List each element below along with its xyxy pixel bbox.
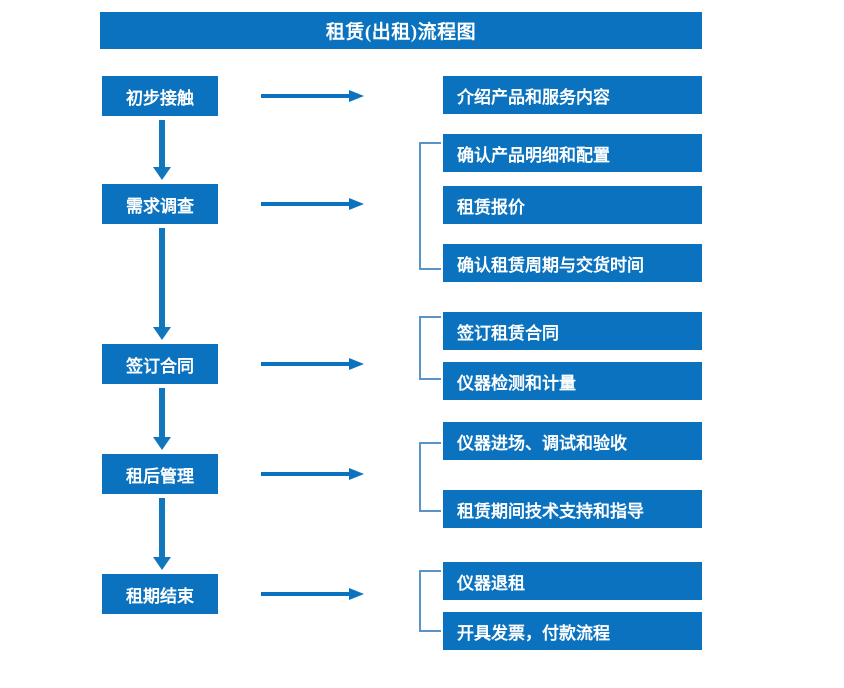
arrow-head-down-icon bbox=[153, 557, 171, 570]
page-title: 租赁(出租)流程图 bbox=[100, 12, 702, 49]
stage-box-post-rental-mgmt[interactable]: 租后管理 bbox=[102, 454, 218, 494]
arrow-head-down-icon bbox=[153, 327, 171, 340]
detail-box-confirm-spec-config[interactable]: 确认产品明细和配置 bbox=[443, 134, 702, 172]
arrow-shaft bbox=[159, 498, 165, 557]
detail-box-sign-rental-contract[interactable]: 签订租赁合同 bbox=[443, 312, 702, 350]
arrow-head-right-icon bbox=[349, 198, 364, 210]
arrow-shaft bbox=[261, 202, 349, 206]
arrow-head-right-icon bbox=[349, 358, 364, 370]
arrow-head-right-icon bbox=[349, 588, 364, 600]
horizontal-arrow-2 bbox=[261, 196, 364, 212]
arrow-head-down-icon bbox=[153, 437, 171, 450]
detail-box-technical-support[interactable]: 租赁期间技术支持和指导 bbox=[443, 490, 702, 528]
detail-box-invoice-payment[interactable]: 开具发票，付款流程 bbox=[443, 612, 702, 650]
arrow-head-down-icon bbox=[153, 167, 171, 180]
arrow-head-right-icon bbox=[349, 90, 364, 102]
arrow-shaft bbox=[261, 472, 349, 476]
arrow-shaft bbox=[159, 388, 165, 437]
horizontal-arrow-4 bbox=[261, 466, 364, 482]
detail-box-instrument-testing[interactable]: 仪器检测和计量 bbox=[443, 362, 702, 400]
bracket-group-sign-contract bbox=[419, 316, 441, 380]
stage-box-sign-contract[interactable]: 签订合同 bbox=[102, 344, 218, 384]
arrow-head-right-icon bbox=[349, 468, 364, 480]
arrow-shaft bbox=[261, 592, 349, 596]
horizontal-arrow-5 bbox=[261, 586, 364, 602]
arrow-shaft bbox=[159, 120, 165, 167]
bracket-group-post-rental-mgmt bbox=[419, 442, 441, 512]
stage-box-initial-contact[interactable]: 初步接触 bbox=[102, 76, 218, 116]
arrow-shaft bbox=[261, 94, 349, 98]
detail-box-instrument-onsite[interactable]: 仪器进场、调试和验收 bbox=[443, 422, 702, 460]
detail-box-confirm-term-delivery[interactable]: 确认租赁周期与交货时间 bbox=[443, 244, 702, 282]
stage-box-lease-end[interactable]: 租期结束 bbox=[102, 574, 218, 614]
bracket-group-demand-survey bbox=[419, 142, 441, 270]
detail-box-rental-quotation[interactable]: 租赁报价 bbox=[443, 186, 702, 224]
bracket-group-lease-end bbox=[419, 570, 441, 632]
vertical-arrow-3 bbox=[153, 388, 171, 450]
arrow-shaft bbox=[261, 362, 349, 366]
vertical-arrow-2 bbox=[153, 228, 171, 340]
detail-box-instrument-return[interactable]: 仪器退租 bbox=[443, 562, 702, 600]
horizontal-arrow-3 bbox=[261, 356, 364, 372]
detail-box-introduce-products[interactable]: 介绍产品和服务内容 bbox=[443, 76, 702, 114]
vertical-arrow-1 bbox=[153, 120, 171, 180]
stage-box-demand-survey[interactable]: 需求调查 bbox=[102, 184, 218, 224]
horizontal-arrow-1 bbox=[261, 88, 364, 104]
vertical-arrow-4 bbox=[153, 498, 171, 570]
arrow-shaft bbox=[159, 228, 165, 327]
